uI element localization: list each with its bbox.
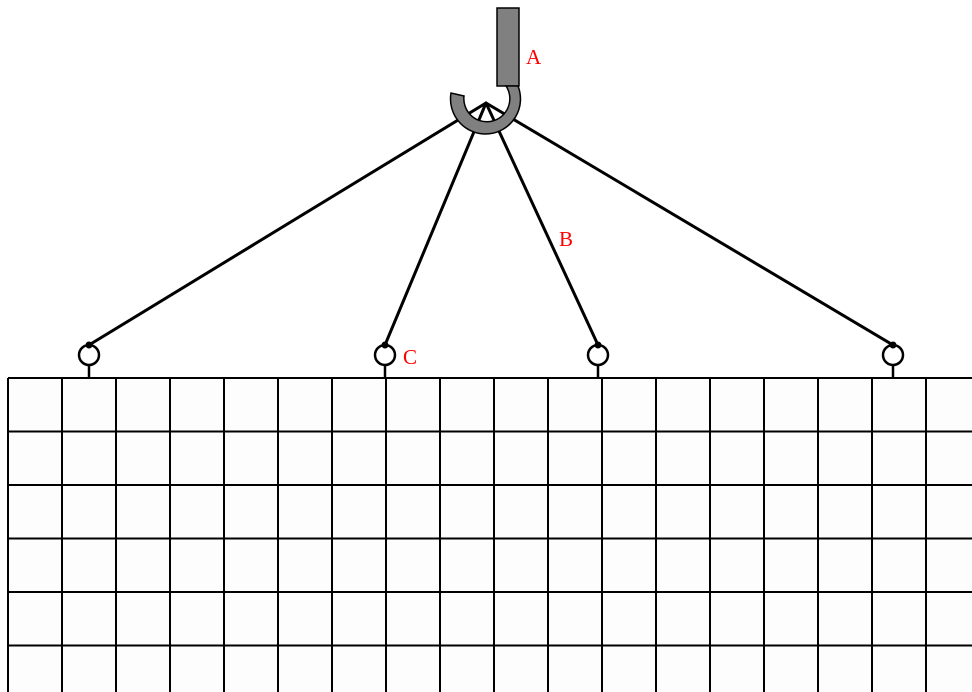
sling-4 — [484, 101, 895, 347]
eye-pin — [85, 341, 93, 349]
slings — [87, 101, 895, 347]
hook-shank — [496, 7, 520, 87]
grid-background — [8, 378, 972, 692]
label-a: A — [526, 45, 542, 69]
hook-curve — [449, 85, 522, 135]
eye-pin — [889, 341, 897, 349]
load-grid — [7, 377, 972, 692]
crane-hook — [449, 7, 522, 135]
eye-pin — [381, 341, 389, 349]
lifting-eye-1 — [77, 341, 101, 378]
sling-1 — [87, 101, 488, 347]
lifting-eye-2 — [373, 341, 397, 378]
lifting-eye-3 — [586, 341, 610, 378]
label-b: B — [559, 227, 573, 251]
sling-3 — [484, 101, 600, 347]
eye-pin — [594, 341, 602, 349]
sling-2 — [383, 101, 488, 347]
label-c: C — [403, 345, 417, 369]
lifting-eye-4 — [881, 341, 905, 378]
